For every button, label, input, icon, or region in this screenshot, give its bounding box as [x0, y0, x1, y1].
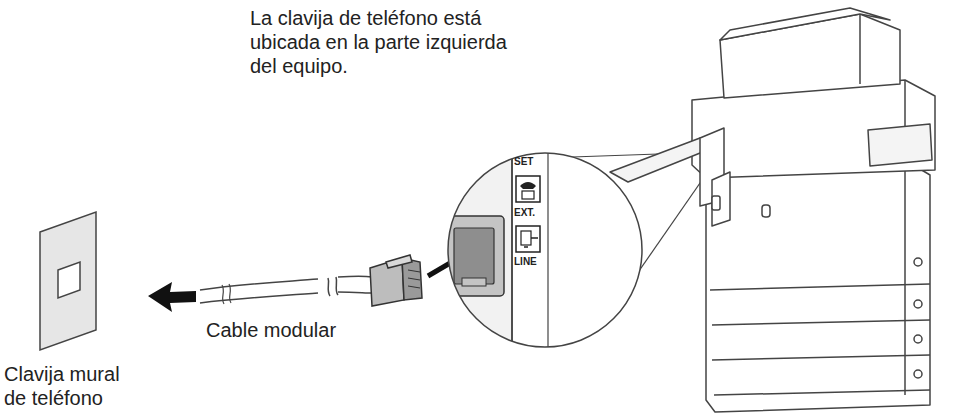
jack-marking: SET — [514, 156, 548, 168]
direction-arrow — [148, 282, 196, 312]
jack-marking: LINE — [514, 256, 548, 268]
wall-jack — [40, 212, 96, 350]
copier-machine — [610, 8, 935, 412]
callout-note: La clavija de teléfono está ubicada en l… — [250, 6, 530, 78]
part-label: Clavija mural de teléfono — [4, 362, 144, 410]
cable-label: Cable modular — [206, 318, 376, 342]
jack-marking: EXT. — [514, 207, 548, 219]
modular-plug — [370, 255, 422, 306]
modular-cable — [200, 276, 372, 304]
